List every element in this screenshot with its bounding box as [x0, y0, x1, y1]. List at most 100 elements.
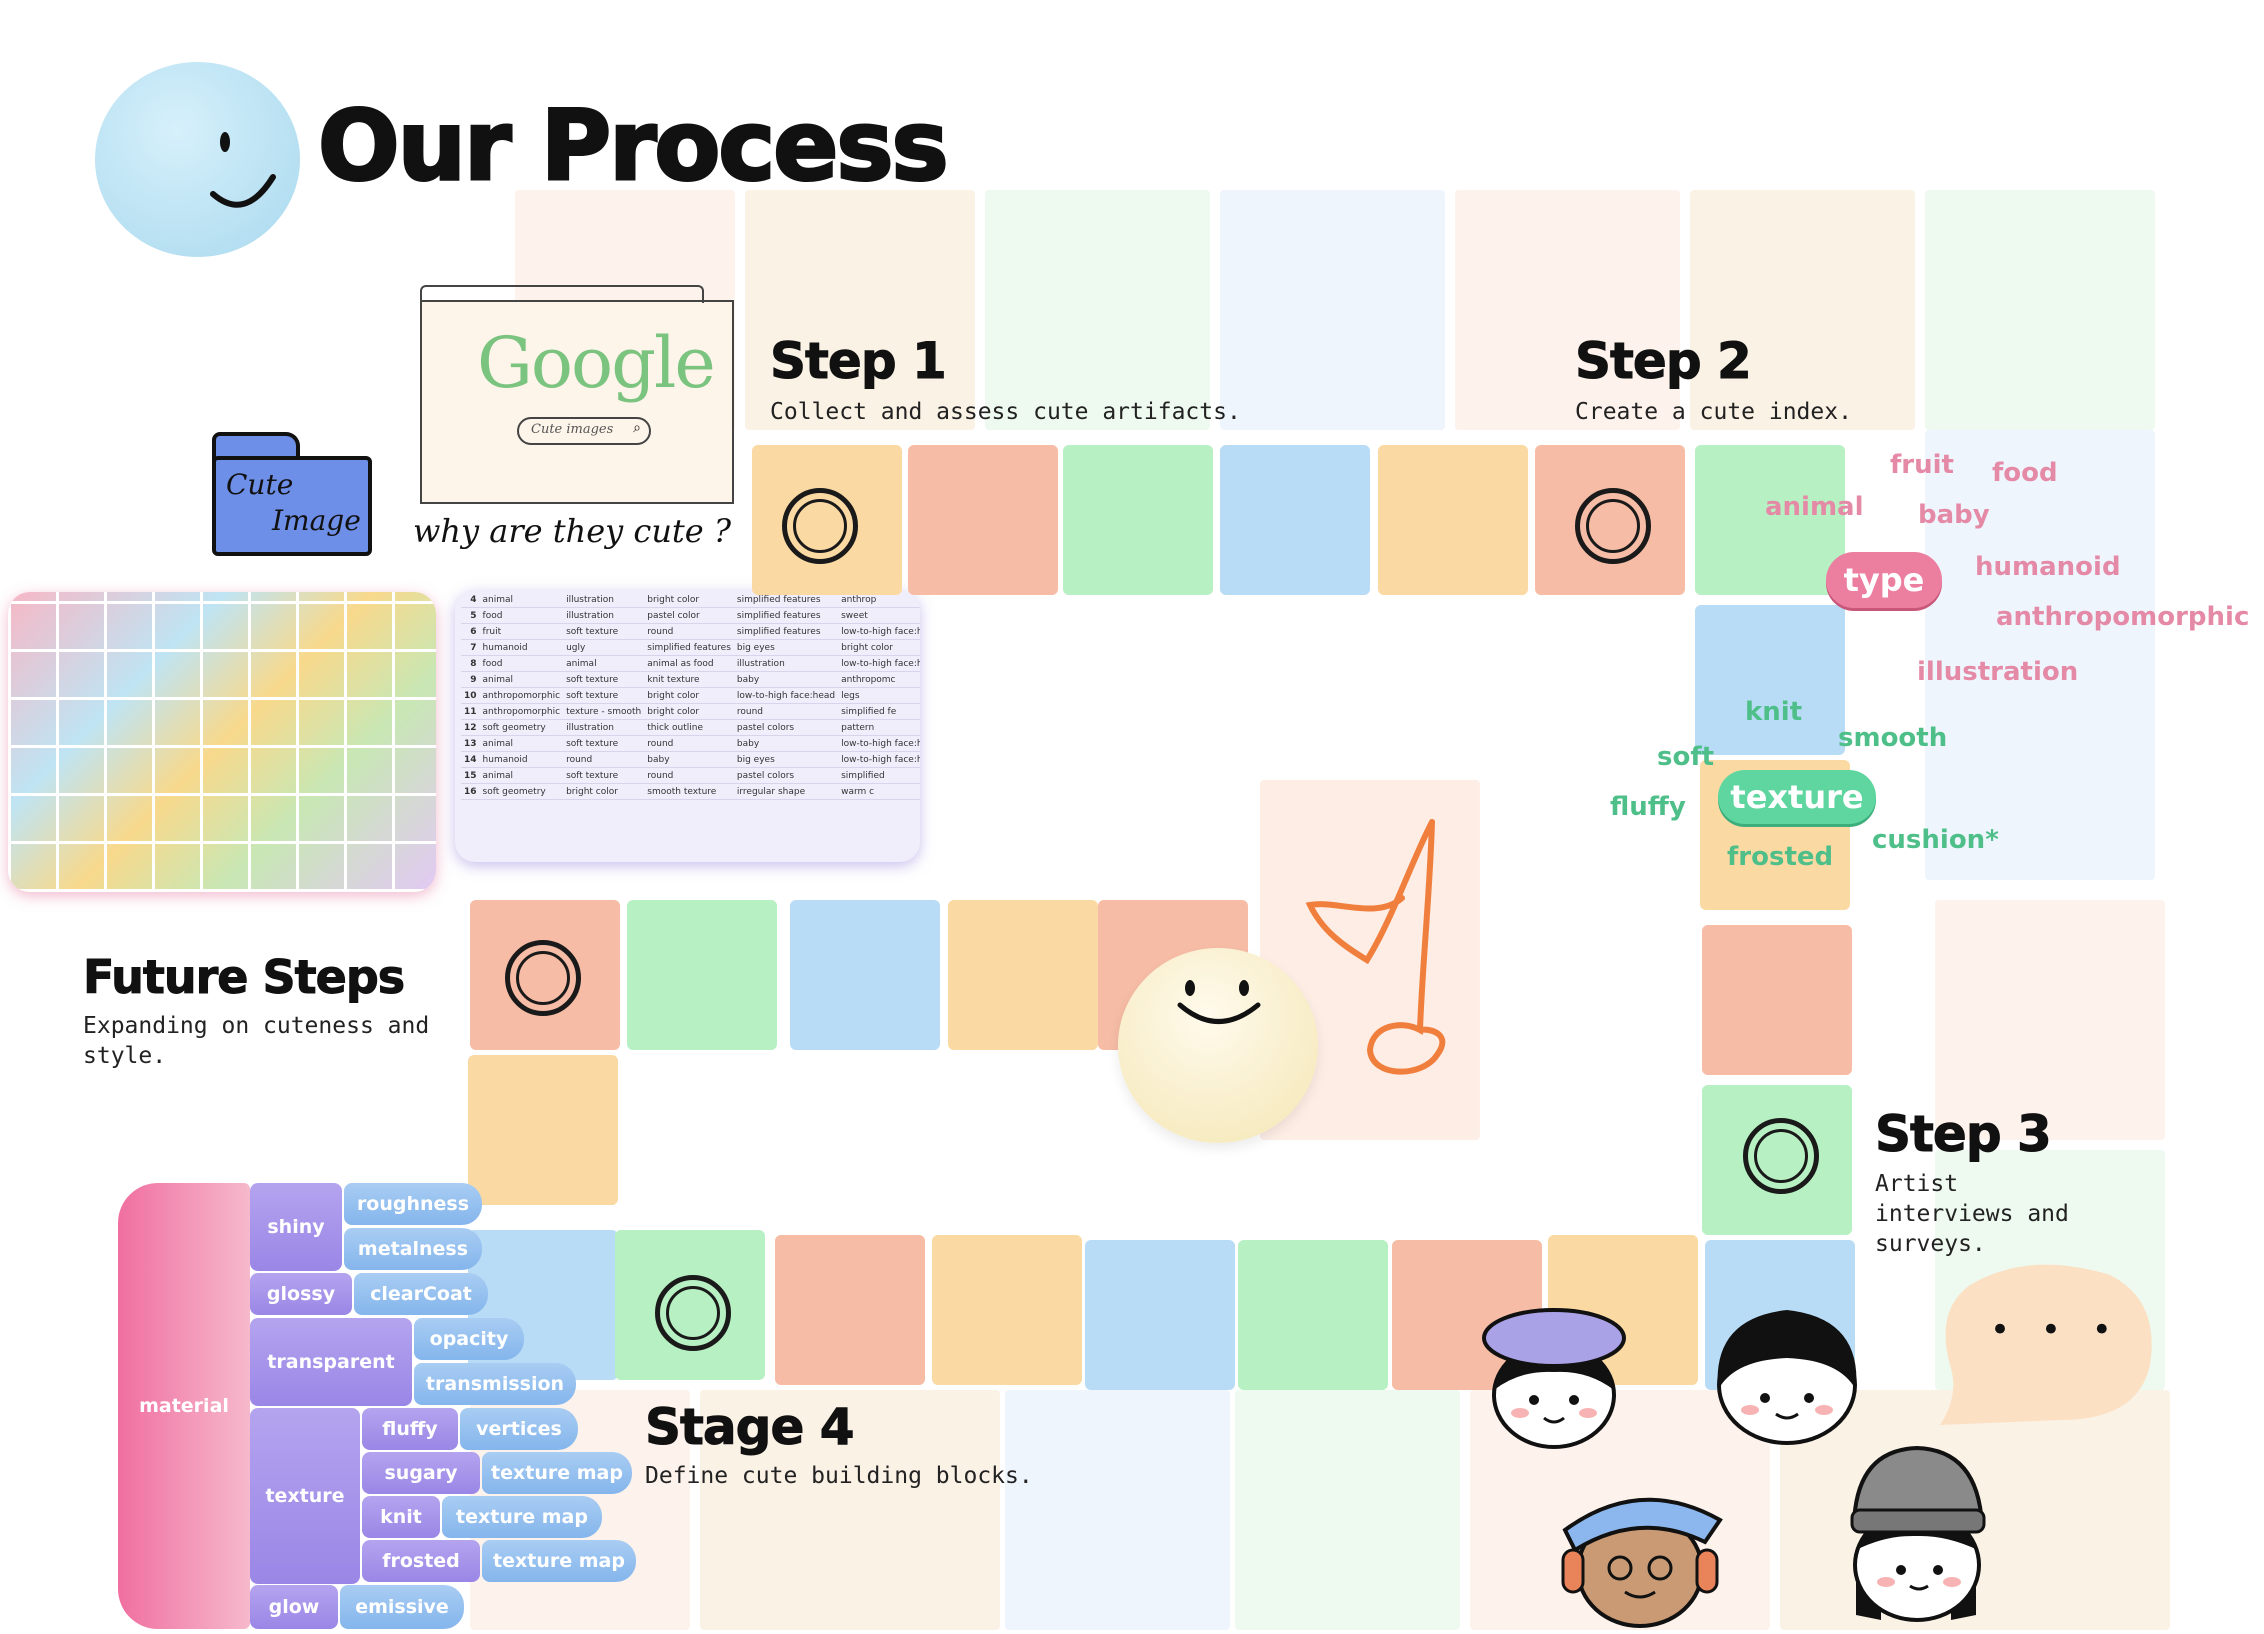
sheet-cell: low-to-high face:head: [733, 687, 839, 704]
sheet-cell: 15: [461, 767, 480, 784]
material-root: material: [118, 1183, 250, 1629]
sketch-tabs: [420, 285, 704, 303]
sheet-cell: soft geometry: [479, 783, 564, 800]
sheet-cell: bright color: [644, 592, 734, 608]
sheet-cell: 9: [461, 671, 480, 688]
future-description: Expanding on cuteness and style.: [83, 1013, 430, 1069]
speech-bubble: • • •: [1910, 1255, 2165, 1435]
stage4-marker-icon: [655, 1275, 731, 1351]
stage4-heading: Stage 4: [645, 1398, 856, 1457]
sheet-cell: 8: [461, 655, 480, 672]
sheet-cell: soft texture: [563, 623, 645, 640]
sheet-cell: sweet: [838, 607, 920, 624]
player-smiley: [1118, 948, 1318, 1143]
number-one-doodle-icon: [1305, 819, 1446, 1075]
sheet-cell: 10: [461, 687, 480, 704]
sheet-cell: food: [479, 607, 564, 624]
sheet-cell: animal: [479, 592, 564, 608]
sheet-cell: pattern: [838, 719, 920, 736]
sheet-cell: 6: [461, 623, 480, 640]
sheet-cell: simplified features: [733, 607, 839, 624]
artist-beanie-icon: [1850, 1445, 1986, 1622]
sheet-cell: fruit: [479, 623, 564, 640]
sheet-cell: animal: [479, 735, 564, 752]
google-logo: Google: [477, 322, 716, 404]
step2-marker-icon: [1575, 488, 1651, 564]
sheet-cell: 16: [461, 783, 480, 800]
sheet-cell: thick outline: [644, 719, 734, 736]
sheet-cell: big eyes: [733, 751, 839, 768]
sheet-cell: baby: [644, 751, 734, 768]
stage4-description: Define cute building blocks.: [645, 1463, 1033, 1489]
future-marker-icon: [505, 940, 581, 1016]
sheet-cell: simplified fe: [838, 703, 920, 720]
sheet-cell: pastel color: [644, 607, 734, 624]
sheet-cell: soft texture: [563, 767, 645, 784]
sheet-cell: 12: [461, 719, 480, 736]
sheet-cell: 11: [461, 703, 480, 720]
step3-heading: Step 3: [1875, 1105, 2053, 1164]
speech-bubble-dots: • • •: [1990, 1310, 2122, 1350]
sheet-cell: animal: [479, 671, 564, 688]
sketch-question: why are they cute ?: [413, 512, 732, 550]
sheet-cell: low-to-high face:head: [838, 735, 920, 752]
sheet-cell: simplified features: [733, 592, 839, 608]
sheet-cell: simplified: [838, 767, 920, 784]
sheet-cell: low-to-high face:head: [838, 751, 920, 768]
sheet-cell: baby: [733, 671, 839, 688]
sheet-cell: pastel colors: [733, 719, 839, 736]
sheet-cell: food: [479, 655, 564, 672]
sheet-cell: bright color: [644, 687, 734, 704]
sketch-search-bar: Cute images ⌕: [517, 417, 651, 445]
sheet-cell: humanoid: [479, 639, 564, 656]
sheet-cell: soft texture: [563, 735, 645, 752]
sheet-cell: animal: [479, 767, 564, 784]
sheet-cell: animal: [563, 655, 645, 672]
step3-marker-icon: [1743, 1118, 1819, 1194]
type-pill: type: [1826, 552, 1942, 608]
artist-headphones-icon: [1561, 1497, 1723, 1628]
step1-description: Collect and assess cute artifacts.: [770, 399, 1241, 425]
texture-pill: texture: [1718, 770, 1876, 824]
sheet-cell: 5: [461, 607, 480, 624]
sheet-cell: illustration: [563, 719, 645, 736]
sheet-cell: warm c: [838, 783, 920, 800]
smiley-face-icon: [210, 132, 276, 208]
sheet-cell: smooth texture: [644, 783, 734, 800]
sheet-cell: illustration: [733, 655, 839, 672]
step2-heading: Step 2: [1575, 332, 1753, 391]
sheet-cell: anthropomorphic: [479, 703, 564, 720]
step3-description: Artist interviews and surveys.: [1875, 1171, 2069, 1257]
sheet-cell: illustration: [563, 607, 645, 624]
artist-avatar-bangs: [1690, 1290, 1885, 1450]
step1-marker-icon: [782, 488, 858, 564]
image-collage: [8, 592, 436, 892]
sheet-cell: bright color: [644, 703, 734, 720]
sheet-cell: big eyes: [733, 639, 839, 656]
future-heading: Future Steps: [82, 950, 405, 1005]
speech-bubble-icon: [1940, 1264, 2152, 1425]
sheet-cell: ugly: [563, 639, 645, 656]
sheet-cell: anthropomorphic: [479, 687, 564, 704]
step1-heading: Step 1: [770, 332, 948, 391]
sheet-cell: baby: [733, 735, 839, 752]
sheet-cell: 7: [461, 639, 480, 656]
sheet-cell: anthropomc: [838, 671, 920, 688]
sheet-cell: bright color: [838, 639, 920, 656]
player-smiley-face-icon: [1177, 980, 1261, 1024]
page-title: Our Process: [317, 89, 951, 204]
sheet-cell: anthrop: [838, 592, 920, 608]
sheet-cell: soft geometry: [479, 719, 564, 736]
